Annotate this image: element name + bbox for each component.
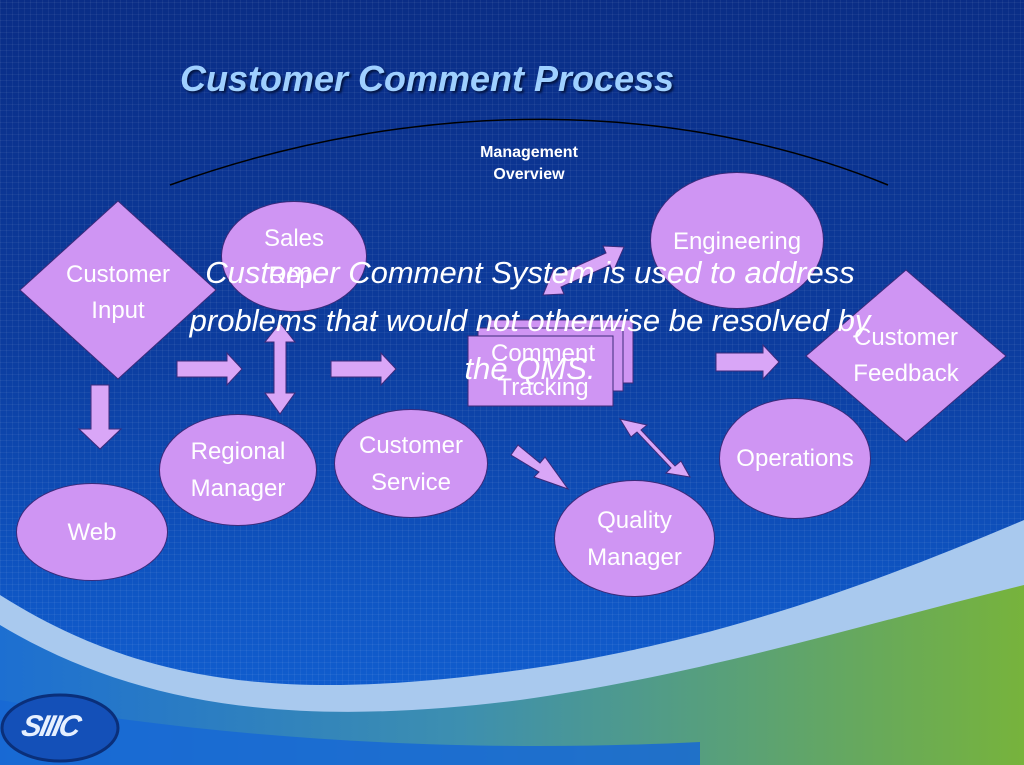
arrow-input-to-regional: [176, 351, 243, 387]
operations-node: Operations: [719, 398, 871, 519]
regional-manager-node: Regional Manager: [159, 414, 317, 526]
engineering-label: Engineering: [672, 228, 802, 255]
page-title: Customer Comment Process: [180, 58, 675, 99]
comment-tracking-line-2: Tracking: [497, 374, 589, 401]
arrow-tracking-engineering: [542, 245, 625, 296]
management-arc: [169, 118, 889, 186]
customer-service-line-2: Service: [370, 468, 452, 496]
management-overview-label: Management Overview: [450, 142, 608, 186]
regional-manager-line-2: Manager: [190, 475, 286, 502]
arrow-input-to-web: [77, 384, 123, 450]
quality-manager-line-1: Quality: [597, 506, 672, 534]
customer-input-line-2: Input: [91, 297, 145, 324]
comment-tracking-label: Comment Tracking: [468, 336, 618, 406]
arrow-service-to-quality: [510, 444, 570, 491]
logo-badge: [0, 693, 120, 763]
comment-tracking-line-1: Comment: [490, 340, 596, 367]
sales-rep-line-1: Sales: [263, 224, 325, 252]
customer-input-diamond: [19, 200, 217, 380]
customer-feedback-line-2: Feedback: [853, 360, 959, 387]
management-line: Management: [480, 144, 578, 161]
overview-line: Overview: [493, 166, 565, 183]
arrow-tracking-to-feedback: [715, 343, 780, 381]
arrow-service-to-tracking: [330, 351, 397, 387]
web-label: Web: [67, 518, 117, 546]
quality-manager-line-2: Manager: [587, 543, 682, 571]
sales-rep-line-2: Rep.: [268, 261, 320, 289]
customer-feedback-line-1: Customer: [853, 324, 959, 351]
customer-input-line-1: Customer: [65, 261, 171, 288]
sales-rep-node: Sales Rep.: [221, 201, 367, 312]
customer-service-line-1: Customer: [358, 431, 464, 459]
regional-manager-line-1: Regional: [190, 438, 286, 465]
tracking-doc-front: [467, 335, 614, 407]
customer-feedback-diamond: [805, 269, 1007, 443]
quality-manager-node: Quality Manager: [554, 480, 715, 597]
operations-label: Operations: [736, 445, 854, 472]
engineering-node: Engineering: [650, 172, 824, 309]
arrow-tracking-operations: [618, 418, 691, 478]
green-wave: [0, 585, 1024, 765]
customer-input-label: Customer Input: [38, 257, 198, 329]
customer-feedback-label: Customer Feedback: [826, 320, 986, 392]
web-node: Web: [16, 483, 168, 581]
arrow-sales-regional: [263, 322, 297, 415]
customer-service-node: Customer Service: [334, 409, 488, 518]
blue-band: [0, 700, 700, 765]
